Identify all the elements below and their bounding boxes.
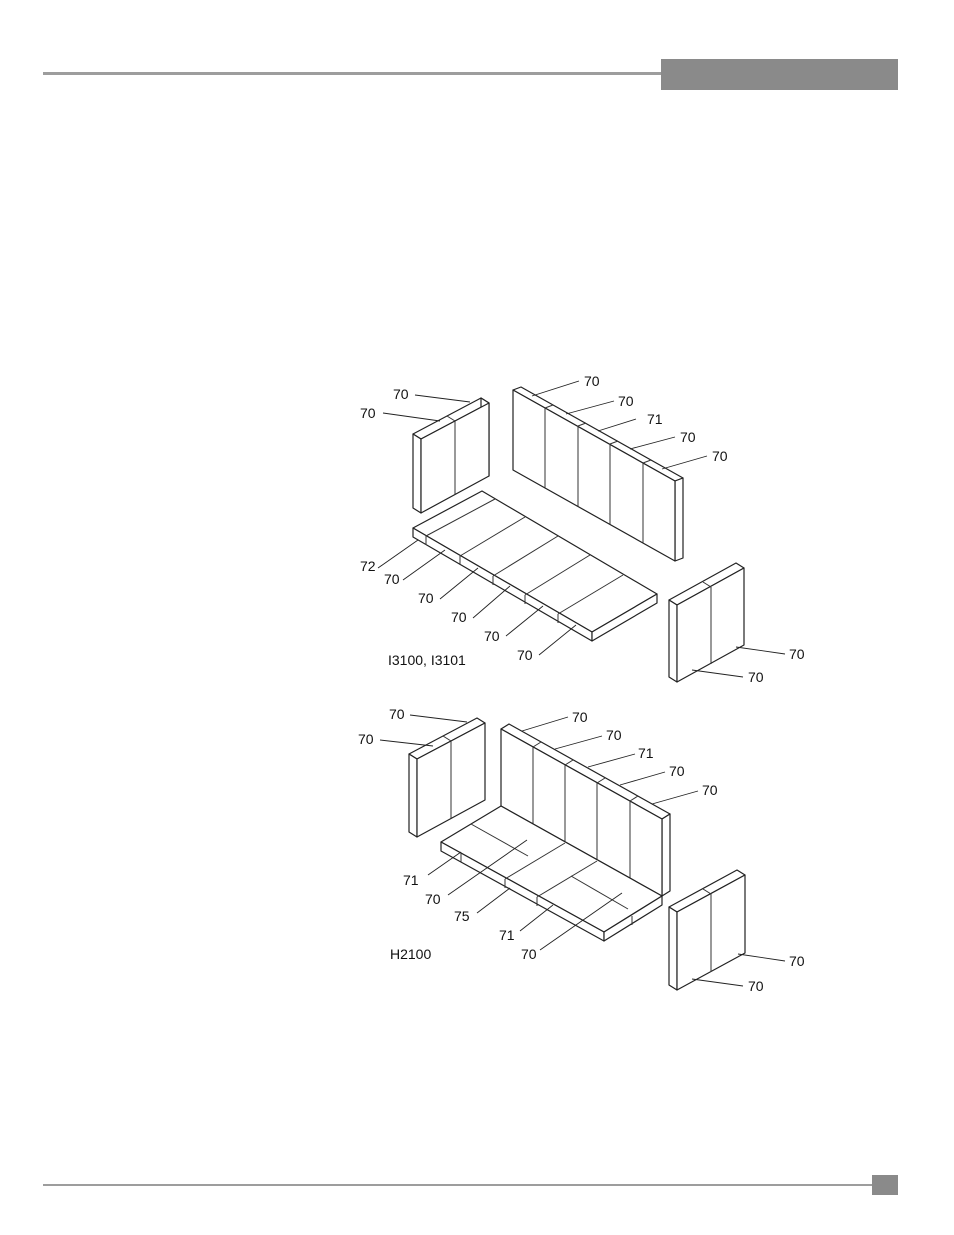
right-side-panel (669, 563, 744, 682)
callout-left-bottom: 70 (360, 405, 376, 421)
callout-floor-6: 70 (517, 647, 533, 663)
callout-floor-5: 70 (521, 946, 537, 962)
callout-back-3: 71 (638, 745, 654, 761)
callout-right-top: 70 (789, 953, 805, 969)
model-label: H2100 (390, 946, 431, 962)
callout-right-bottom: 70 (748, 669, 764, 685)
callout-floor-3: 75 (454, 908, 470, 924)
callout-back-4: 70 (680, 429, 696, 445)
callout-floor-3: 70 (418, 590, 434, 606)
left-side-panel (409, 718, 485, 837)
callout-back-1: 70 (572, 709, 588, 725)
diagram-i3100: 70 70 70 70 71 70 70 72 70 70 70 70 70 7… (360, 373, 805, 685)
callout-left-bottom: 70 (358, 731, 374, 747)
callout-back-5: 70 (702, 782, 718, 798)
callout-floor-2: 70 (384, 571, 400, 587)
callout-floor-1: 72 (360, 558, 376, 574)
callout-back-2: 70 (606, 727, 622, 743)
callout-right-top: 70 (789, 646, 805, 662)
callout-floor-1: 71 (403, 872, 419, 888)
callout-left-top: 70 (389, 706, 405, 722)
right-side-panel (669, 870, 745, 990)
callout-floor-5: 70 (484, 628, 500, 644)
callout-back-1: 70 (584, 373, 600, 389)
callout-right-bottom: 70 (748, 978, 764, 994)
callout-back-2: 70 (618, 393, 634, 409)
callout-back-4: 70 (669, 763, 685, 779)
callout-floor-4: 71 (499, 927, 515, 943)
callout-back-5: 70 (712, 448, 728, 464)
model-label: I3100, I3101 (388, 652, 466, 668)
callout-back-3: 71 (647, 411, 663, 427)
diagram-h2100: 70 70 70 70 71 70 70 71 70 75 71 70 70 7… (358, 706, 805, 994)
callout-floor-4: 70 (451, 609, 467, 625)
callout-left-top: 70 (393, 386, 409, 402)
callout-floor-2: 70 (425, 891, 441, 907)
